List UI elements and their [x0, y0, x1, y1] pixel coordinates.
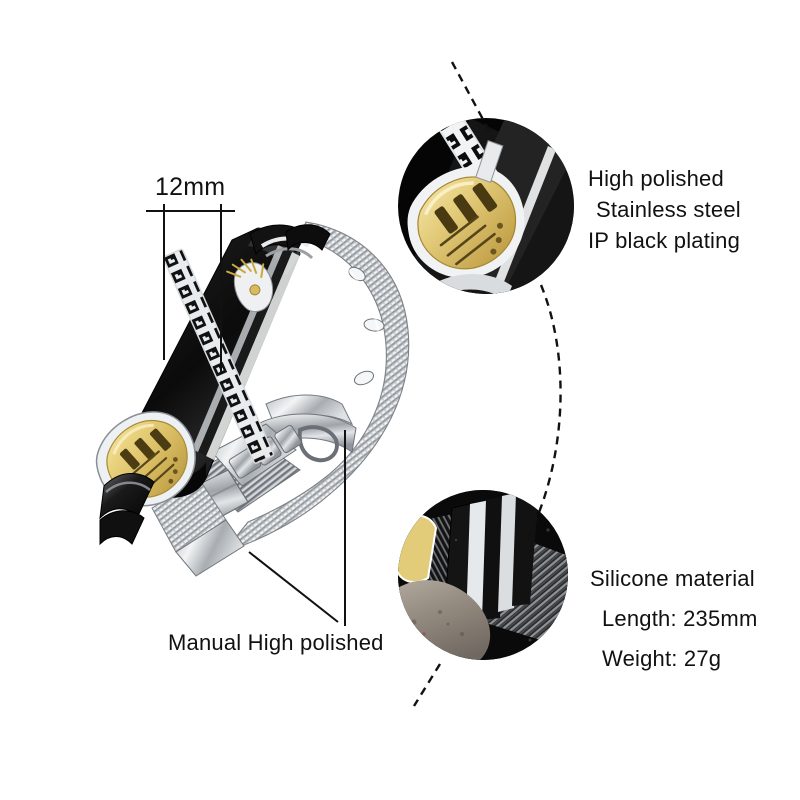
leader-manual-polished [248, 551, 339, 623]
silicone-band-tail [99, 473, 155, 546]
keeper-loops [249, 224, 331, 260]
callout-top-right: High polished Stainless steel IP black p… [588, 164, 741, 256]
callout-line-weight: Weight: 27g [602, 646, 722, 671]
guitar-headstock-emblem [226, 258, 274, 313]
callout-line-silicone-material: Silicone material [590, 566, 755, 591]
callout-line-high-polished: High polished [588, 166, 724, 191]
dimension-bracket [146, 204, 235, 372]
callout-manual-high-polished: Manual High polished [168, 630, 384, 655]
dashed-leader-top [450, 61, 494, 137]
dashed-leader-bottom [412, 663, 442, 707]
callout-line-ip-black-plating: IP black plating [588, 228, 741, 253]
dimension-label: 12mm [155, 173, 226, 201]
callout-bottom-right: Silicone material Length: 235mm Weight: … [590, 564, 757, 674]
callout-line-stainless-steel: Stainless steel [596, 197, 741, 222]
dashed-arc-connector [522, 284, 562, 546]
callout-line-length: Length: 235mm [602, 606, 758, 631]
